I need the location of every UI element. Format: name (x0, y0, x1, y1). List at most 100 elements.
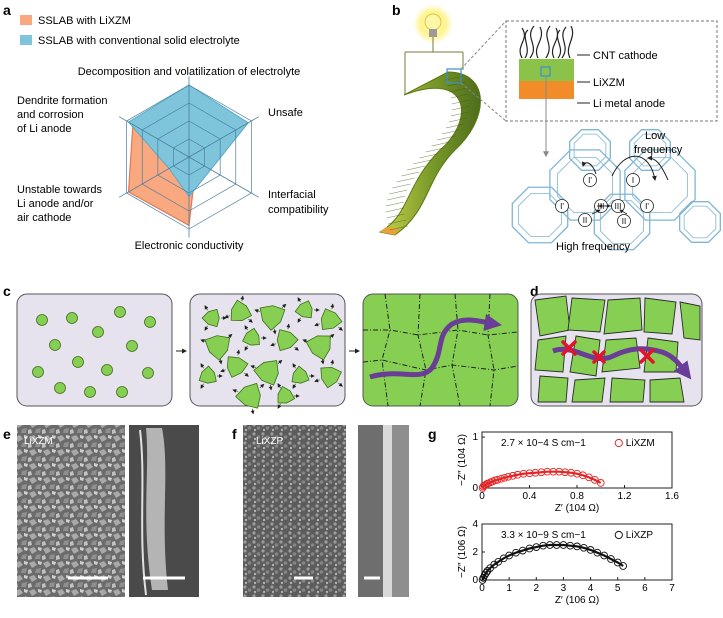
panel-e: e LiXZM (3, 425, 199, 597)
panel-b: b (378, 2, 721, 253)
growth-arrow (314, 322, 320, 327)
seed-crystal (101, 364, 113, 376)
grain-boundary (451, 293, 461, 407)
growing-crystal (291, 365, 310, 384)
growing-crystal (253, 360, 279, 386)
x-tick-label: 0.8 (570, 491, 584, 502)
cation-site-label: I' (588, 176, 592, 185)
growth-arrow (254, 309, 260, 313)
x-tick-label: 5 (615, 583, 621, 594)
growth-arrow (272, 328, 277, 335)
cation-site-marker (626, 173, 640, 187)
panel-label-g: g (428, 426, 437, 442)
growth-arrow (314, 378, 320, 383)
seed-crystal (72, 356, 84, 368)
cation-site-label: I' (645, 202, 649, 211)
radar-chart (118, 76, 260, 238)
red-cross-icon (639, 348, 655, 364)
seed-crystal (49, 339, 61, 351)
cation-site-label: I' (560, 202, 564, 211)
legend-marker (614, 438, 623, 448)
data-point (561, 468, 569, 477)
x-tick-label: 4 (588, 583, 594, 594)
cation-site-label: II (622, 217, 626, 226)
pressed-grain (643, 297, 677, 335)
data-point (590, 476, 599, 484)
data-point (543, 467, 552, 476)
growth-arrow (244, 345, 249, 351)
cation-site-label: II (583, 216, 587, 225)
growth-arrow (259, 383, 265, 389)
pressed-grain (571, 377, 606, 403)
growth-arrow (248, 318, 253, 323)
growth-arrow (250, 408, 255, 415)
pressed-grain (609, 377, 646, 403)
growth-arrow (338, 382, 343, 387)
growth-arrow (204, 325, 209, 331)
data-point (481, 481, 490, 489)
y-tick-label: 4 (472, 519, 478, 530)
x-axis-label: Z′ (106 Ω) (555, 595, 599, 606)
x-tick-label: 1.6 (665, 491, 679, 502)
data-point (483, 567, 492, 575)
y-tick-label: 0 (472, 483, 478, 494)
growth-arrow (297, 317, 302, 323)
zeolite-cage-inner (683, 205, 717, 239)
data-point (490, 560, 499, 569)
panel-label-f: f (232, 426, 237, 442)
legend-label: LiXZM (626, 438, 655, 449)
growth-arrow (240, 295, 245, 302)
growing-crystal (226, 356, 249, 378)
growing-crystal (320, 366, 342, 389)
label-cnt-cathode: CNT cathode (593, 50, 658, 62)
cation-site-marker (578, 213, 592, 227)
legend-label-conventional: SSLAB with conventional solid electrolyt… (38, 35, 240, 47)
panel-label-b: b (392, 2, 401, 18)
grain-boundary (417, 293, 427, 407)
legend-swatch-conventional (20, 35, 32, 45)
y-tick-label: 1 (472, 432, 478, 443)
panel-f: f LiXZP (232, 425, 409, 597)
cation-site-marker (617, 214, 631, 228)
label-low-frequency: frequency (634, 144, 683, 156)
pressed-grain (534, 335, 567, 373)
seed-crystal (114, 306, 126, 318)
growing-crystal (242, 327, 260, 346)
cation-site-marker (640, 199, 654, 213)
panel-c: c (3, 283, 519, 415)
growth-arrow (281, 303, 287, 309)
conductivity-annotation: 3.3 × 10−9 S cm−1 (501, 530, 586, 541)
seed-crystal (36, 314, 48, 326)
fit-curve (481, 470, 602, 489)
cross-section-bright-layer (383, 425, 392, 597)
data-point (513, 470, 522, 479)
growth-arrow (244, 372, 249, 377)
x-tick-label: 0 (479, 491, 485, 502)
seed-crystal (54, 382, 66, 394)
radar-axis-label-interfacial: Interfacial (268, 189, 316, 201)
data-point (519, 469, 528, 478)
growing-crystal (235, 382, 261, 409)
radar-axis-label-dendrite-3: of Li anode (17, 123, 71, 135)
hop-arrow (619, 209, 628, 215)
label-low: Low (645, 130, 665, 142)
seed-crystal (144, 316, 156, 328)
growth-arrow (204, 305, 209, 311)
y-axis-label: −Z″ (106 Ω) (457, 526, 468, 578)
red-cross-icons (561, 340, 655, 364)
hop-arrow (591, 209, 601, 215)
y-tick-label: 0 (472, 575, 478, 586)
x-tick-label: 2 (534, 583, 540, 594)
zoom-line-top (460, 20, 507, 70)
data-point (537, 468, 546, 477)
seed-crystal (84, 386, 96, 398)
radar-axis-label-unstable-3: air cathode (17, 212, 71, 224)
x-axis-label: Z′ (104 Ω) (555, 503, 599, 514)
data-point (500, 473, 509, 482)
growth-arrow (286, 323, 291, 330)
ion-transport-path (369, 313, 502, 380)
growing-crystal (230, 299, 253, 321)
layer-inset-box (505, 20, 718, 122)
